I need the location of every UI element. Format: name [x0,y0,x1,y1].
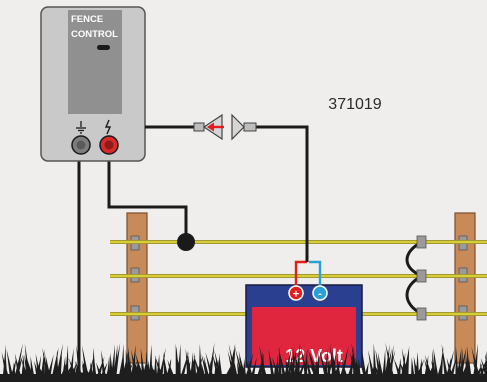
lightning-icon [104,119,112,135]
earth-terminal [71,121,91,155]
fence-energiser [40,6,146,162]
grass-blades [1,342,487,376]
wire-jumpers [405,235,427,321]
plug-connector [193,113,257,141]
arrow-icon [207,122,214,132]
battery-negative-terminal: - [312,285,328,301]
fence-post-right [454,212,476,364]
positive-sign: + [293,289,299,301]
negative-sign: - [318,288,322,300]
battery-positive-terminal: + [288,285,304,301]
status-led [97,45,110,50]
battery-leads [294,260,322,292]
product-code: 371019 [328,96,381,113]
ground-symbol-icon [76,121,86,134]
grass [0,342,487,382]
supply-cable [256,125,309,262]
brand-line-1: FENCE [71,14,103,25]
fence-terminal [99,119,119,155]
fence-post-left [126,212,148,364]
ground-strip [0,374,487,382]
fence-output-cable [107,146,195,251]
brand-line-2: CONTROL [71,29,118,40]
battery [245,284,363,368]
ground-rod [64,145,95,376]
